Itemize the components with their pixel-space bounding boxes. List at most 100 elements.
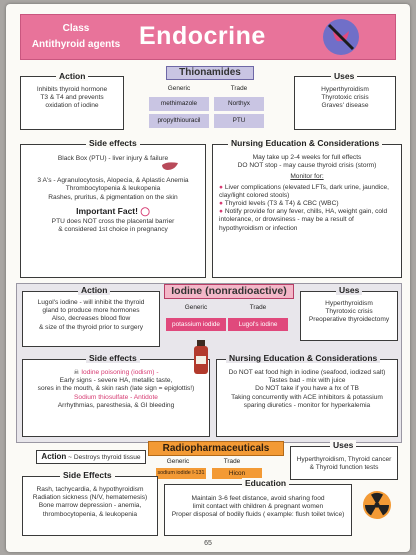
radio-title: Radiopharmaceuticals (148, 441, 284, 456)
nursing-line: DO NOT stop - may cause thyroid crisis (… (237, 162, 377, 170)
iodine-action-header: Action (78, 285, 111, 295)
side-effect-line: Thrombocytopenia & leukopenia (65, 185, 161, 193)
action-line: Inhibits thyroid hormone (36, 86, 108, 93)
generic-header: Generic (184, 304, 208, 311)
class-label: Class (62, 23, 90, 34)
iodine-title-text: Iodine (nonradioactive) (171, 285, 287, 297)
monitor-bullet: Thyroid levels (T3 & T4) & CBC (WBC) (224, 200, 339, 208)
action-line: T3 & T4 and prevents (40, 94, 104, 102)
nursing-line: Tastes bad - mix with juice (268, 377, 346, 385)
nursing-line: Do NOT eat food high in iodine (seafood,… (228, 369, 386, 376)
side-effect-line: Sodium thiosulfate - Antidote (74, 393, 158, 401)
side-effect-line: sores in the mouth, & skin rash (late si… (37, 385, 195, 393)
drug-trade: Northyx (214, 97, 264, 111)
monitor-bullet: Notify provide for any fever, chills, HA… (219, 208, 388, 232)
action-line: gland to produce more hormones (42, 307, 140, 315)
thionamides-side-effects-box: Black Box (PTU) - liver injury & failure… (20, 144, 206, 278)
uses-line: & Thyroid function tests (309, 464, 379, 472)
liver-icon (161, 161, 179, 171)
uses-line: Thyrotoxic crisis (321, 94, 369, 102)
education-line: Maintain 3-6 feet distance, avoid sharin… (191, 495, 325, 502)
thionamides-nursing-header: Nursing Education & Considerations (228, 138, 383, 148)
side-effect-line: Black Box (PTU) - liver injury & failure (57, 155, 169, 162)
side-effect-line: Iodine poisoning (iodism) - (81, 369, 159, 376)
class-value: Antithyroid agents (31, 39, 121, 50)
monitor-label: Monitor for: (290, 173, 324, 181)
radio-uses-box: Hyperthyroidism, Thyroid cancer & Thyroi… (290, 446, 398, 480)
action-line: Also, decreases blood flow (51, 315, 131, 323)
radio-action-text: Destroys thyroid tissue (73, 454, 141, 461)
iodine-bottle-icon (188, 338, 214, 378)
radio-side-effects-box: Rash, tachycardia, & hypothyroidism Radi… (22, 476, 158, 536)
side-effect-line: Rash, tachycardia, & hypothyroidism (36, 486, 144, 493)
side-effect-line: Arrhythmias, paresthesia, & GI bleeding (57, 401, 175, 409)
trade-header: Trade (249, 304, 267, 311)
iodine-side-effects-box: ☠ Iodine poisoning (iodism) - Early sign… (22, 359, 210, 437)
monitor-bullet: Liver complications (elevated LFTs, dark… (219, 183, 390, 199)
radio-uses-header: Uses (330, 440, 357, 450)
fact-line: PTU does NOT cross the placental barrier (51, 218, 175, 226)
iodine-nursing-box: Do NOT eat food high in iodine (seafood,… (216, 359, 398, 437)
drug-trade: Lugol's iodine (228, 318, 288, 331)
lightbulb-icon: ◯ (140, 205, 150, 216)
radio-education-header: Education (242, 478, 290, 488)
skull-icon: ☠ (73, 369, 82, 376)
page-title: Endocrine (139, 22, 266, 50)
drug-generic: potassium iodide (166, 318, 226, 331)
uses-line: Hyperthyroidism (325, 300, 373, 307)
thionamides-action-header: Action (56, 71, 89, 81)
radio-action-header: Action (41, 452, 67, 461)
nursing-line: Do NOT take if you have a hx of TB (255, 385, 359, 393)
side-effect-line: 3 A's - Agranulocytosis, Alopecia, & Apl… (37, 177, 189, 185)
generic-header: Generic (166, 458, 190, 465)
drug-trade: Hicon (212, 468, 262, 479)
iodine-uses-box: Hyperthyroidism Thyrotoxic crisis Preope… (300, 291, 398, 341)
banner: Class Antithyroid agents Endocrine (20, 14, 396, 60)
action-line: oxidation of iodine (45, 102, 99, 110)
generic-header: Generic (167, 85, 191, 92)
uses-line: Thyrotoxic crisis (325, 308, 373, 316)
thionamides-action-box: Inhibits thyroid hormone T3 & T4 and pre… (20, 76, 124, 130)
nursing-line: Taking concurrently with ACE inhibitors … (231, 393, 383, 401)
drug-generic: propylthiouracil (149, 114, 209, 128)
thyroid-gland-crossed-icon (321, 17, 361, 57)
thionamides-title-text: Thionamides (179, 67, 241, 78)
uses-line: Hyperthyroidism (321, 86, 369, 93)
side-effect-line: Radiation sickness (N/V, hematemesis) (32, 494, 148, 502)
action-line: Lugol's iodine - will inhibit the thyroi… (37, 299, 145, 306)
iodine-nursing-header: Nursing Education & Considerations (226, 353, 381, 363)
nursing-line: May take up 2-4 weeks for full effects (252, 154, 362, 161)
side-effect-line: thrombocytopenia, & leukopenia (42, 510, 138, 518)
fact-line: & considered 1st choice in pregnancy (58, 226, 168, 234)
action-line: & size of the thyroid prior to surgery (38, 323, 144, 331)
side-effect-line: Early signs - severe HA, metallic taste, (59, 377, 173, 385)
uses-line: Hyperthyroidism, Thyroid cancer (296, 456, 392, 463)
iodine-side-effects-header: Side effects (86, 353, 140, 363)
trade-header: Trade (223, 458, 241, 465)
iodine-uses-header: Uses (336, 285, 363, 295)
iodine-action-box: Lugol's iodine - will inhibit the thyroi… (22, 291, 160, 347)
education-line: limit contact with children & pregnant w… (192, 503, 324, 511)
thionamides-side-effects-header: Side effects (86, 138, 140, 148)
radio-action-box: Action ~ Destroys thyroid tissue (36, 450, 146, 464)
thionamides-uses-header: Uses (331, 71, 358, 81)
radio-education-box: Maintain 3-6 feet distance, avoid sharin… (164, 484, 352, 536)
drug-generic: methimazole (149, 97, 209, 111)
thionamides-uses-box: Hyperthyroidism Thyrotoxic crisis Graves… (294, 76, 396, 130)
side-effect-line: Bone marrow depression - anemia, (38, 502, 142, 510)
drug-trade: PTU (214, 114, 264, 128)
thionamides-title: Thionamides (166, 66, 254, 80)
nursing-line: sparing diuretics - monitor for hyperkal… (243, 401, 371, 409)
radio-side-effects-header: Side Effects (60, 470, 115, 480)
thionamides-nursing-box: May take up 2-4 weeks for full effects D… (212, 144, 402, 278)
page-number: 65 (204, 540, 212, 547)
uses-line: Graves' disease (321, 102, 369, 110)
important-fact-title: Important Fact! (76, 205, 138, 216)
radiation-icon (362, 490, 392, 520)
side-effect-line: Rashes, pruritus, & pigmentation on the … (48, 193, 178, 201)
notes-page: Class Antithyroid agents Endocrine Inhib… (6, 4, 410, 552)
trade-header: Trade (230, 85, 248, 92)
radio-title-text: Radiopharmaceuticals (162, 443, 270, 454)
uses-line: Preoperative thyroidectomy (308, 316, 390, 324)
iodine-title: Iodine (nonradioactive) (164, 284, 294, 299)
